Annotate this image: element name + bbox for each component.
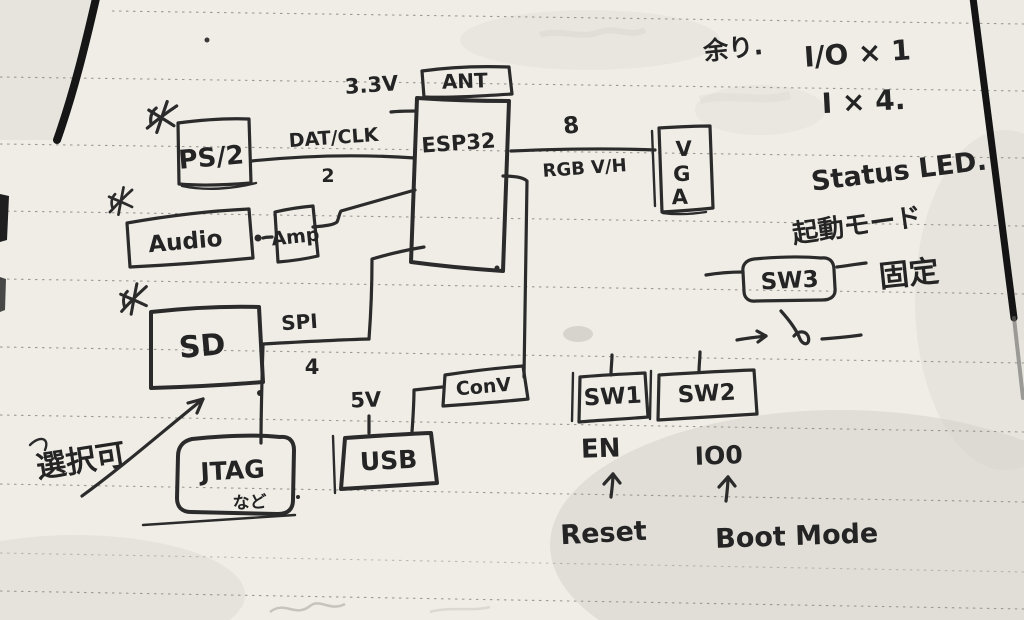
wire-amp-esp32 (311, 188, 417, 229)
ps2-block: PS/2 (176, 117, 258, 190)
sd-label: SD (177, 327, 226, 366)
wire-audio-amp (254, 234, 274, 242)
wire-5v: 5V (350, 387, 382, 435)
ant-label: ANT (441, 68, 488, 94)
v5-label: 5V (350, 387, 382, 412)
esp32-label: ESP32 (421, 128, 497, 157)
vga-letter-a: A (671, 185, 689, 210)
esp32-block: ANT ESP32 (409, 65, 514, 273)
jtag-etc-note: など (232, 492, 267, 514)
datclk-count-label: 2 (321, 165, 334, 187)
wire-usb-conv (410, 385, 444, 434)
vga-letter-g: G (673, 162, 691, 187)
vga-bus-count-label: 8 (562, 112, 581, 140)
boot-mode-caption-label: Boot Mode (715, 518, 879, 555)
sw1-label: SW1 (583, 383, 642, 412)
jtag-block: JTAG など (141, 433, 300, 527)
vga-letter-v: V (675, 137, 693, 162)
sd-block: SD (149, 304, 265, 390)
sw2-label: SW2 (677, 380, 736, 409)
wire-sd-jtag (257, 343, 265, 445)
wire-esp32-conv (501, 174, 529, 379)
ps2-label: PS/2 (177, 140, 245, 176)
fixed-jp-label: 固定 (877, 254, 940, 295)
circuit-sketch: ANT ESP32 3.3V PS/2 DAT/CLK 2 Audio Amp (28, 31, 988, 555)
wire-3v3: 3.3V (344, 71, 419, 114)
sw1-block: SW1 (570, 353, 650, 424)
vga-block: V G A (650, 124, 715, 216)
amp-block: Amp (270, 204, 320, 264)
io0-bootmode-note: IO0 Boot Mode (694, 440, 878, 555)
io0-pin-label: IO0 (694, 440, 743, 471)
spare-line1-label: I/O × 1 (803, 33, 912, 73)
audio-block: Audio (125, 207, 255, 269)
sw2-block: SW2 (648, 350, 759, 422)
arrow-to-sd-icon (80, 397, 205, 498)
spare-heading-label: 余り. (701, 31, 764, 66)
en-reset-note: EN Reset (560, 433, 648, 551)
conv-label: ConV (455, 374, 512, 401)
switch-symbol-icon (735, 309, 863, 346)
usb-block: USB (331, 431, 439, 495)
v33-label: 3.3V (344, 71, 400, 99)
spare-line2-label: I × 4. (821, 83, 906, 120)
en-pin-label: EN (580, 433, 621, 464)
usb-label: USB (359, 445, 418, 477)
spare-io-note: 余り. I/O × 1 I × 4. (701, 31, 912, 120)
audio-label: Audio (147, 226, 223, 258)
sw3-label: SW3 (760, 267, 819, 296)
wire-spi-bus: SPI 4 (261, 245, 426, 379)
jtag-label: JTAG (198, 454, 266, 486)
reset-caption-label: Reset (560, 516, 648, 551)
spi-label: SPI (280, 309, 318, 335)
spi-count-label: 4 (305, 355, 320, 379)
conv-block: ConV (441, 364, 530, 408)
